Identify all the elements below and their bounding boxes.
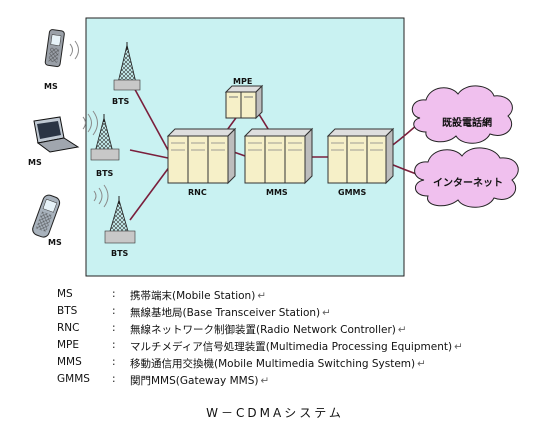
legend-colon: :	[112, 305, 116, 317]
internet-cloud	[414, 147, 519, 208]
ms-label: MS	[48, 238, 62, 247]
legend-colon: :	[112, 373, 116, 385]
bts-label: BTS	[112, 97, 130, 106]
bts-tower-icon	[104, 196, 136, 244]
return-mark: ↵	[397, 324, 407, 336]
mobile-phone-icon	[32, 194, 61, 238]
gmms-label: GMMS	[338, 188, 367, 197]
gmms-equipment-icon	[326, 127, 395, 185]
ms-label: MS	[44, 82, 58, 91]
legend: MS : 携帯端末(Mobile Station)↵ BTS : 無線基地局(B…	[57, 288, 537, 390]
legend-desc: マルチメディア信号処理装置(Multimedia Processing Equi…	[130, 341, 453, 353]
bts-label: BTS	[96, 169, 114, 178]
internet-label: インターネット	[433, 178, 503, 189]
diagram-caption: W－CDMAシステム	[206, 406, 344, 420]
legend-abbr: RNC	[57, 322, 80, 334]
legend-row: MS : 携帯端末(Mobile Station)↵	[57, 288, 537, 305]
existing-telephone-network-label: 既設電話網	[442, 118, 492, 129]
return-mark: ↵	[417, 358, 426, 370]
legend-abbr: MS	[57, 288, 73, 300]
return-mark: ↵	[260, 375, 270, 387]
existing-telephone-network-cloud	[411, 85, 513, 144]
legend-abbr: BTS	[57, 305, 78, 317]
legend-abbr: MPE	[57, 339, 80, 351]
network-diagram	[32, 17, 519, 277]
legend-colon: :	[112, 339, 116, 351]
legend-desc: 無線基地局(Base Transceiver Station)	[130, 307, 321, 319]
bts-label: BTS	[111, 249, 129, 258]
legend-colon: :	[112, 356, 116, 368]
mpe-label: MPE	[233, 77, 253, 86]
legend-colon: :	[112, 322, 116, 334]
rnc-equipment-icon	[166, 127, 237, 185]
legend-abbr: MMS	[57, 356, 82, 368]
ms-label: MS	[28, 158, 42, 167]
legend-row: MMS : 移動通信用交換機(Mobile Multimedia Switchi…	[57, 356, 537, 373]
legend-desc: 無線ネットワーク制御装置(Radio Network Controller)	[130, 324, 396, 336]
bts-tower-icon	[90, 114, 120, 161]
legend-colon: :	[112, 288, 116, 300]
mms-label: MMS	[266, 188, 288, 197]
legend-row: MPE : マルチメディア信号処理装置(Multimedia Processin…	[57, 339, 537, 356]
legend-desc: 携帯端末(Mobile Station)	[130, 290, 256, 302]
legend-row: RNC : 無線ネットワーク制御装置(Radio Network Control…	[57, 322, 537, 339]
return-mark: ↵	[322, 307, 331, 319]
signal-waves	[69, 40, 109, 208]
bts-tower-icon	[113, 42, 141, 91]
mpe-equipment-icon	[224, 84, 264, 120]
rnc-label: RNC	[188, 188, 207, 197]
legend-abbr: GMMS	[57, 373, 90, 385]
mobile-phone-icon	[44, 29, 65, 68]
return-mark: ↵	[454, 341, 463, 353]
laptop-icon	[33, 116, 80, 153]
legend-row: BTS : 無線基地局(Base Transceiver Station)↵	[57, 305, 537, 322]
mms-equipment-icon	[243, 127, 314, 185]
legend-row: GMMS : 関門MMS(Gateway MMS)↵	[57, 373, 537, 390]
legend-desc: 移動通信用交換機(Mobile Multimedia Switching Sys…	[130, 358, 416, 370]
legend-desc: 関門MMS(Gateway MMS)	[130, 375, 259, 387]
return-mark: ↵	[257, 290, 267, 302]
